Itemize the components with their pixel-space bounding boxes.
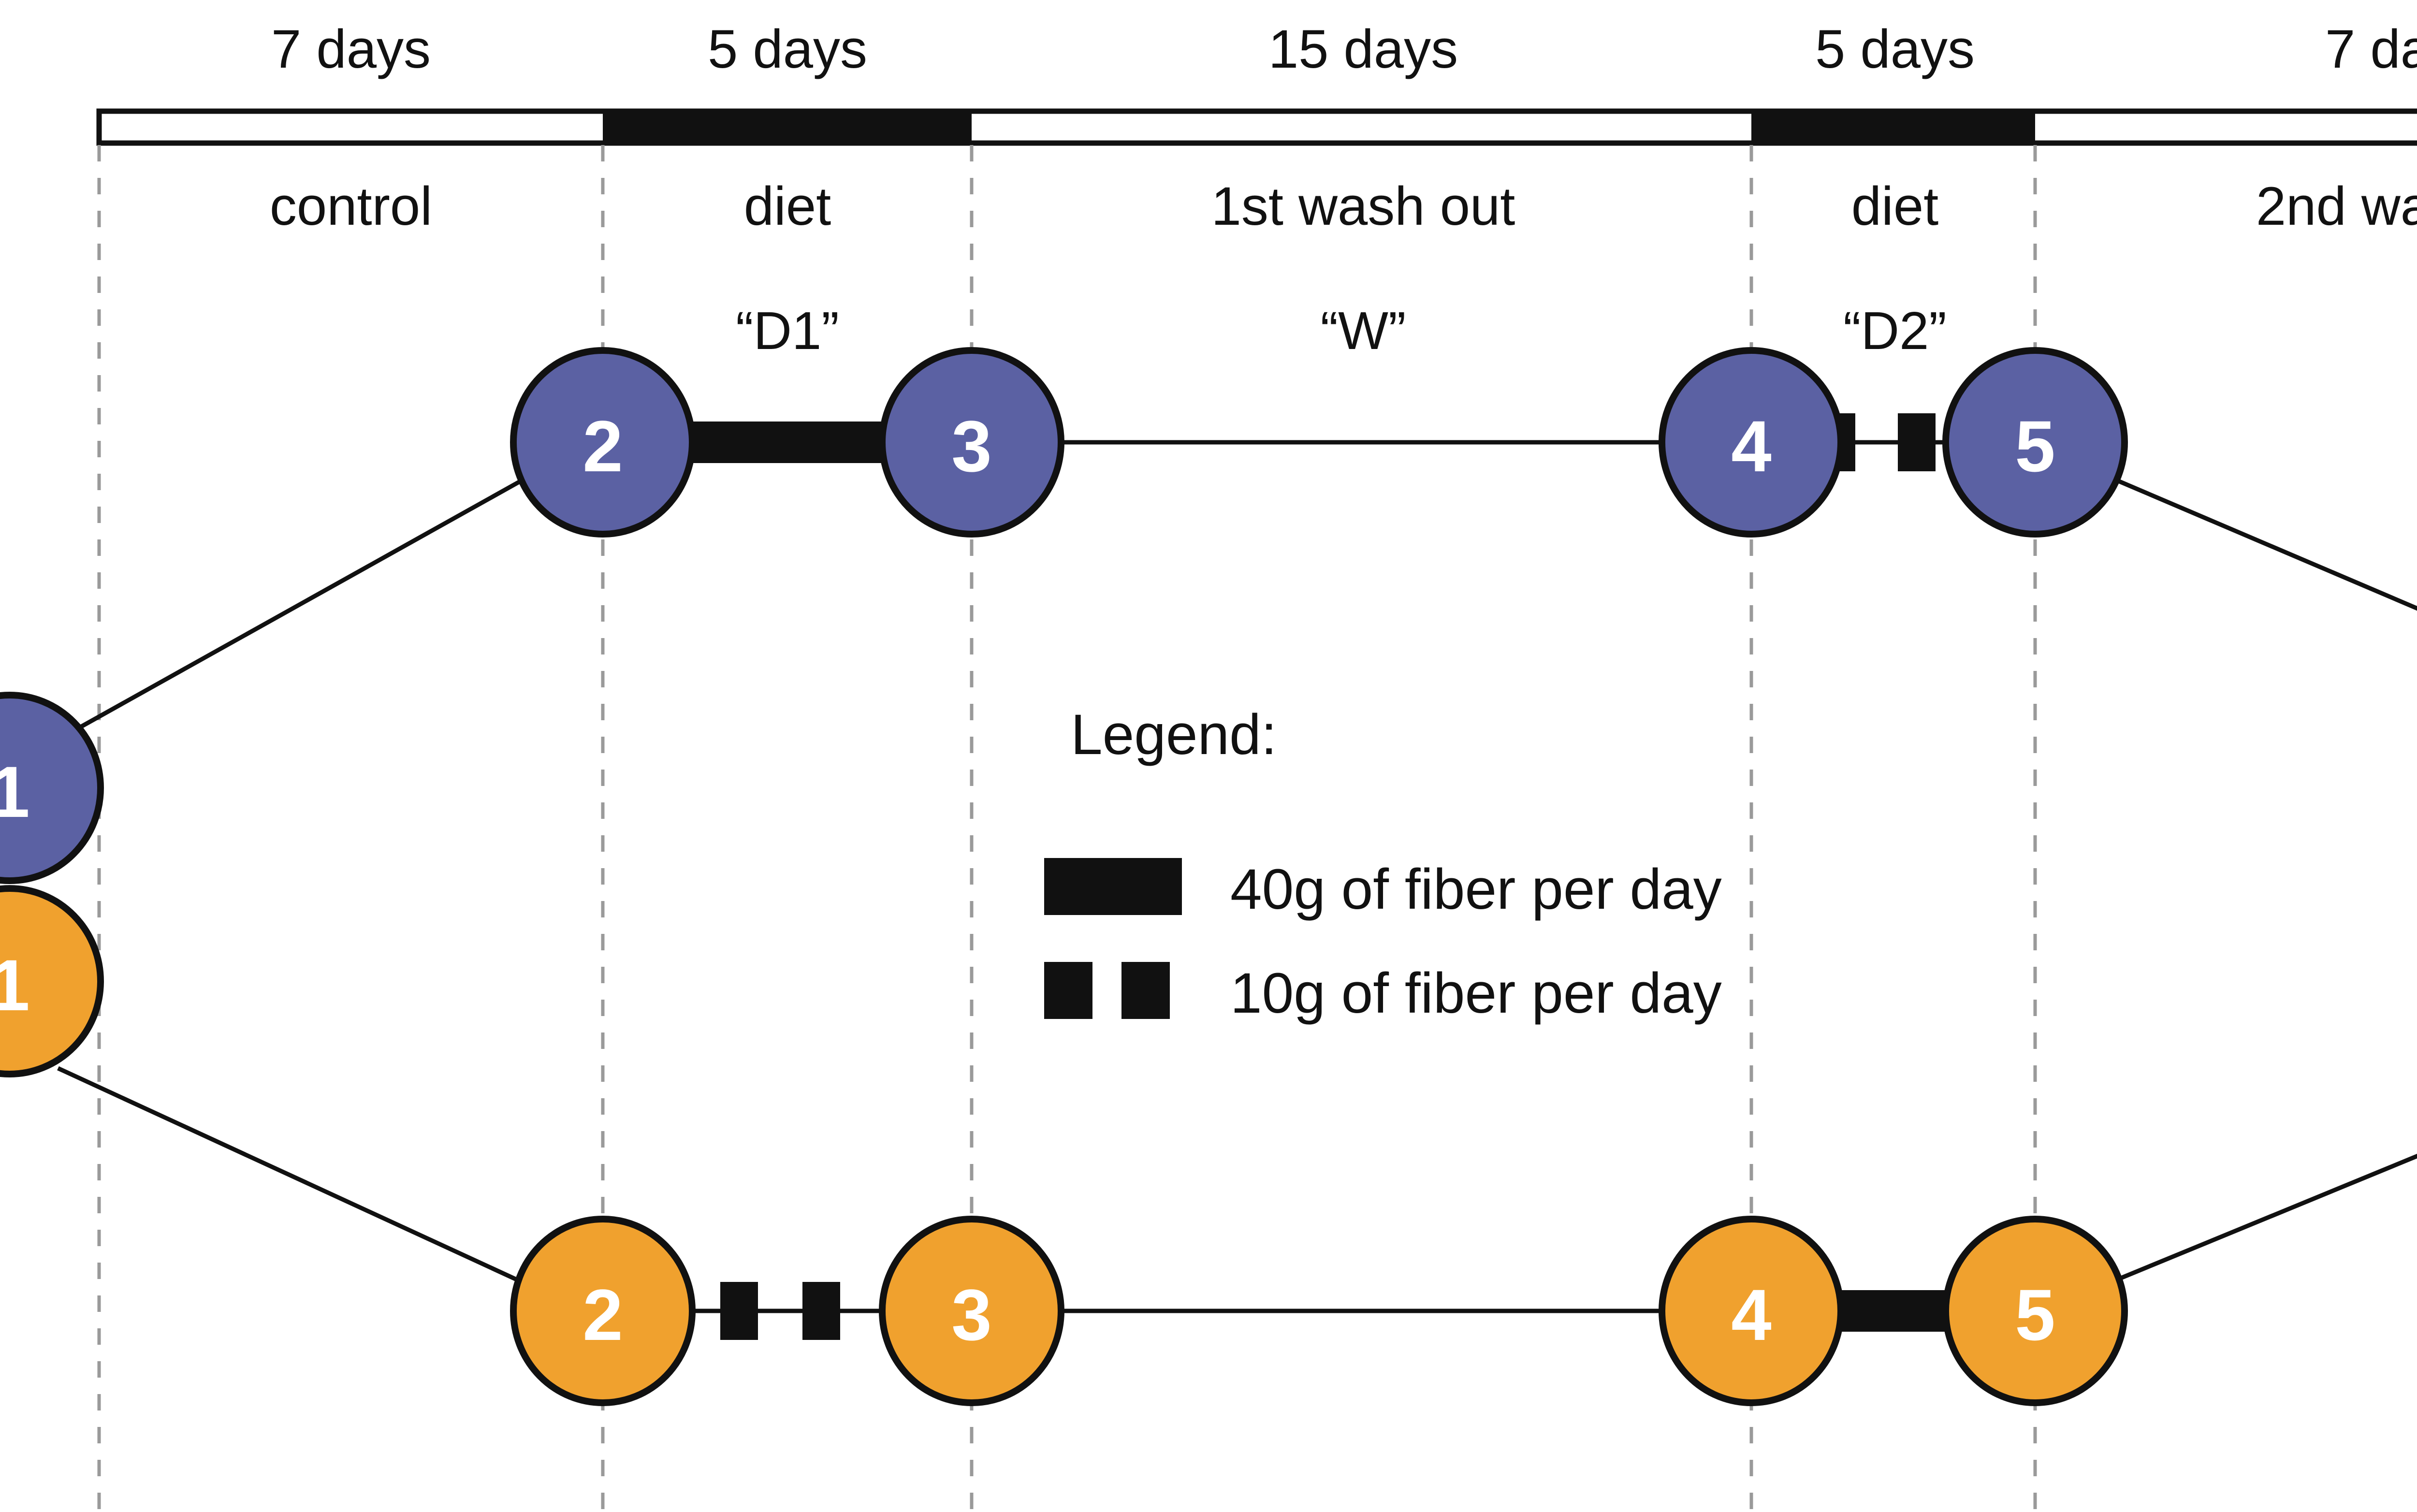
- node-blue-1[interactable]: 1: [0, 692, 104, 884]
- legend: Legend: 40g of fiber per day 10g of fibe…: [1044, 703, 1722, 1025]
- edge-orange-2-3-dash-1: [720, 1282, 758, 1340]
- node-blue-5-circle[interactable]: [1942, 347, 2128, 538]
- phase-code-w: “W”: [1320, 301, 1406, 361]
- phase-duration-3: 15 days: [1268, 19, 1458, 79]
- legend-title: Legend:: [1071, 703, 1277, 767]
- node-blue-1-circle[interactable]: [0, 692, 104, 884]
- node-blue-3-circle[interactable]: [879, 347, 1064, 538]
- edge-blue-1-2: [57, 462, 553, 741]
- node-orange-4-label: 4: [1731, 1274, 1771, 1355]
- node-orange-2[interactable]: 2: [510, 1216, 696, 1406]
- edge-orange-5-6: [2078, 1153, 2417, 1298]
- node-orange-1-label: 1: [0, 945, 30, 1026]
- phase-duration-2: 5 days: [708, 19, 867, 79]
- timeline-segment-washout-1: [972, 111, 1751, 143]
- legend-swatch-10g-dash-1-icon: [1044, 962, 1092, 1019]
- edge-orange-1-2: [57, 1066, 552, 1298]
- node-orange-1[interactable]: 1: [0, 885, 104, 1077]
- phase-name-washout-2: 2nd wash out: [2256, 176, 2417, 236]
- node-blue-5[interactable]: 5: [1942, 347, 2128, 538]
- node-orange-5[interactable]: 5: [1942, 1216, 2128, 1406]
- legend-swatch-40g-solid-bar-icon: [1044, 858, 1182, 915]
- phase-duration-4: 5 days: [1815, 19, 1975, 79]
- node-orange-2-circle[interactable]: [510, 1216, 696, 1406]
- node-orange-4-circle[interactable]: [1659, 1216, 1844, 1406]
- legend-swatch-10g-dash-2-icon: [1121, 962, 1170, 1019]
- node-orange-2-label: 2: [582, 1274, 623, 1355]
- node-blue-2[interactable]: 2: [510, 347, 696, 538]
- node-orange-3-circle[interactable]: [879, 1216, 1064, 1406]
- phase-duration-5: 7 days: [2325, 19, 2417, 79]
- node-orange-3[interactable]: 3: [879, 1216, 1064, 1406]
- arm-orange: 1 2 3 4 5 6: [0, 885, 2417, 1406]
- node-blue-3[interactable]: 3: [879, 347, 1064, 538]
- node-orange-3-label: 3: [951, 1274, 991, 1355]
- phase-code-d2: “D2”: [1843, 301, 1947, 361]
- edge-orange-2-3-dash-2: [802, 1282, 840, 1340]
- node-blue-5-label: 5: [2015, 406, 2055, 487]
- legend-label-40g: 40g of fiber per day: [1230, 858, 1722, 921]
- node-orange-5-circle[interactable]: [1942, 1216, 2128, 1406]
- node-orange-1-circle[interactable]: [0, 885, 104, 1077]
- phase-name-control: control: [270, 176, 432, 236]
- node-orange-4[interactable]: 4: [1659, 1216, 1844, 1406]
- phase-name-diet-1: diet: [744, 176, 831, 236]
- node-blue-2-circle[interactable]: [510, 347, 696, 538]
- node-blue-3-label: 3: [951, 406, 991, 487]
- timeline-bar-outline: [96, 108, 2417, 146]
- arm-blue: 1 2 3 4 5 6: [0, 347, 2417, 884]
- timeline-segment-diet-1: [603, 111, 972, 143]
- timeline-segment-diet-2: [1751, 111, 2035, 143]
- node-blue-4-label: 4: [1731, 406, 1771, 487]
- node-blue-4-circle[interactable]: [1659, 347, 1844, 538]
- timeline-segment-control: [99, 111, 603, 143]
- node-blue-1-label: 1: [0, 751, 30, 832]
- edge-blue-5-6: [2078, 462, 2417, 611]
- legend-label-10g: 10g of fiber per day: [1230, 961, 1722, 1025]
- edge-blue-4-5-dash-2: [1898, 413, 1936, 471]
- phase-duration-1: 7 days: [271, 19, 431, 79]
- timeline-bar: [96, 108, 2417, 146]
- phase-name-washout-1: 1st wash out: [1211, 176, 1515, 236]
- node-blue-4[interactable]: 4: [1659, 347, 1844, 538]
- timeline-segment-washout-2: [2035, 111, 2417, 143]
- phase-code-d1: “D1”: [736, 301, 839, 361]
- phase-name-diet-2: diet: [1851, 176, 1939, 236]
- node-orange-5-label: 5: [2015, 1274, 2055, 1355]
- node-blue-2-label: 2: [582, 406, 623, 487]
